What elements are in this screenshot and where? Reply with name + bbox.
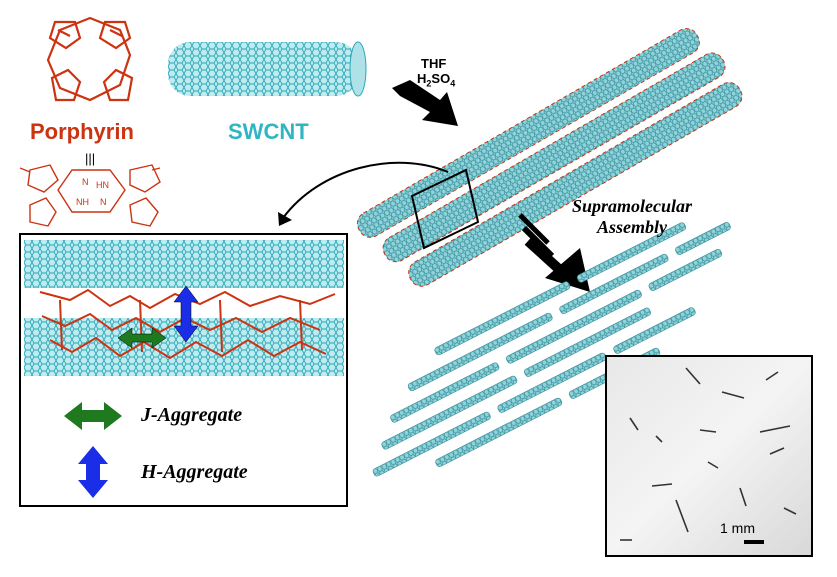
supramolecular-word: Supramolecular xyxy=(571,196,693,216)
reagent-label: THF H2SO4 xyxy=(417,56,455,92)
zoom-region-outline xyxy=(410,168,480,250)
n-atom-label: N xyxy=(82,177,89,187)
zoom-curved-arrow xyxy=(282,161,449,219)
reaction-arrow xyxy=(392,80,458,126)
inset-porphyrin-chains xyxy=(39,288,336,360)
scale-bar-label: 1 mm xyxy=(720,520,755,536)
porphyrin-wrapped-nanotube-bundle xyxy=(356,28,743,287)
hn-atom-label: HN xyxy=(96,180,109,190)
nh-atom-label: NH xyxy=(76,197,89,207)
h-aggregate-label: H-Aggregate xyxy=(141,461,248,483)
h-arrow-inset xyxy=(173,285,199,343)
reagent-sulfuric-acid: H2SO4 xyxy=(417,71,456,89)
j-arrow-inset xyxy=(117,327,167,349)
h-aggregate-legend-arrow xyxy=(78,446,108,498)
tetraaryl-porphyrin-structure xyxy=(19,164,161,227)
j-aggregate-label: J-Aggregate xyxy=(141,404,243,426)
inset-nanotube-top xyxy=(24,240,344,288)
swcnt-nanotube xyxy=(168,41,367,97)
optical-micrograph xyxy=(605,355,813,557)
assembly-word: Assembly xyxy=(597,217,667,237)
n-atom-label-2: N xyxy=(100,197,107,207)
porphyrin-label: Porphyrin xyxy=(30,119,134,144)
j-aggregate-legend-arrow xyxy=(64,402,122,430)
porphyrin-structure xyxy=(46,16,134,102)
supramolecular-assembly-label: Supramolecular Assembly xyxy=(552,196,712,238)
zoom-arrowhead xyxy=(278,212,292,226)
swcnt-label: SWCNT xyxy=(228,119,309,144)
equivalence-sign: ||| xyxy=(85,151,95,166)
reagent-thf: THF xyxy=(421,56,447,71)
